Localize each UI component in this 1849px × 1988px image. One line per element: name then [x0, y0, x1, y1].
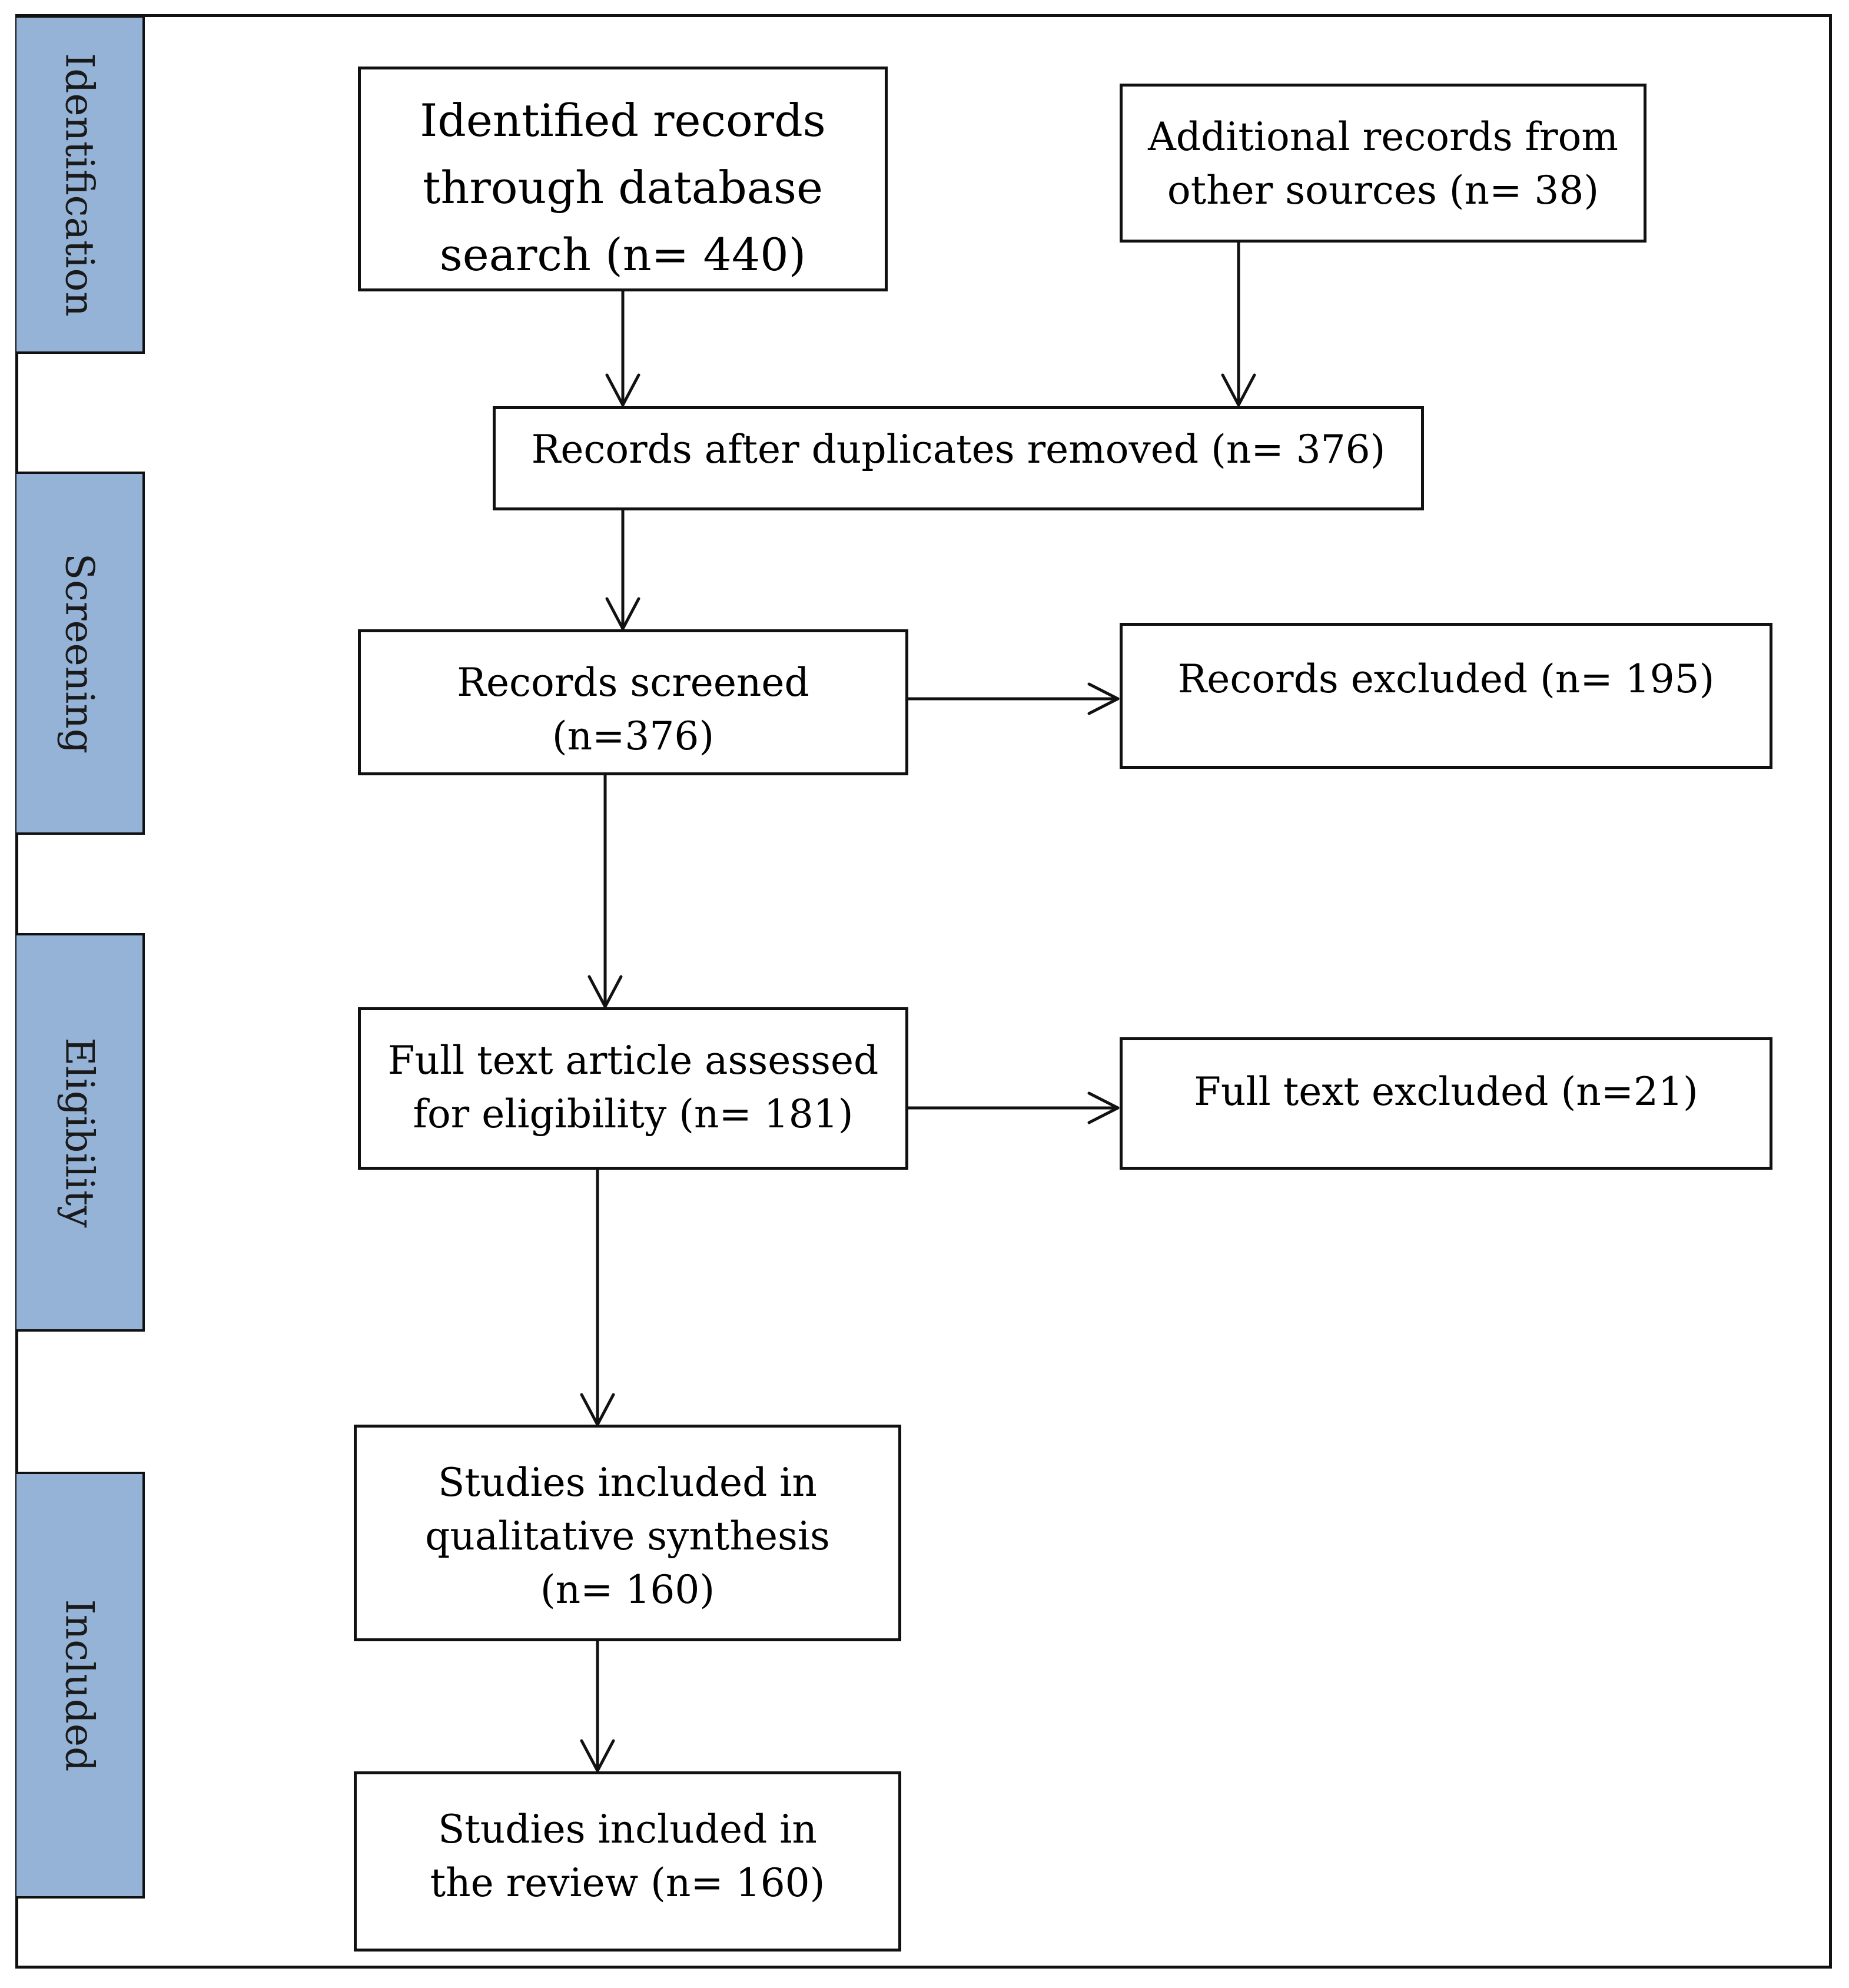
box-duplicates-removed-text: Records after duplicates removed (n= 376…: [531, 426, 1386, 472]
box-other-sources-text: Additional records from other sources (n…: [1148, 114, 1618, 214]
box-full-text-excluded: Full text excluded (n=21): [1120, 1037, 1772, 1170]
stage-eligibility: Eligibility: [16, 933, 145, 1332]
box-qualitative-synthesis-text: Studies included in qualitative synthesi…: [425, 1460, 830, 1613]
box-other-sources: Additional records from other sources (n…: [1120, 84, 1646, 243]
stage-included: Included: [16, 1472, 145, 1899]
box-full-text-assessed-text: Full text article assessed for eligibili…: [387, 1038, 879, 1137]
stage-screening: Screening: [16, 472, 145, 835]
box-database-search: Identified records through database sear…: [358, 67, 888, 291]
box-records-screened: Records screened (n=376): [358, 629, 908, 775]
box-full-text-excluded-text: Full text excluded (n=21): [1194, 1069, 1698, 1114]
stage-identification: Identification: [16, 15, 145, 354]
box-qualitative-synthesis: Studies included in qualitative synthesi…: [354, 1425, 901, 1641]
box-full-text-assessed: Full text article assessed for eligibili…: [358, 1007, 908, 1170]
box-records-excluded: Records excluded (n= 195): [1120, 623, 1772, 769]
box-records-excluded-text: Records excluded (n= 195): [1177, 656, 1715, 702]
box-included-review: Studies included in the review (n= 160): [354, 1771, 901, 1952]
box-included-review-text: Studies included in the review (n= 160): [430, 1807, 825, 1906]
box-records-screened-text: Records screened (n=376): [457, 660, 809, 759]
box-database-search-text: Identified records through database sear…: [420, 94, 826, 281]
box-duplicates-removed: Records after duplicates removed (n= 376…: [493, 406, 1424, 510]
